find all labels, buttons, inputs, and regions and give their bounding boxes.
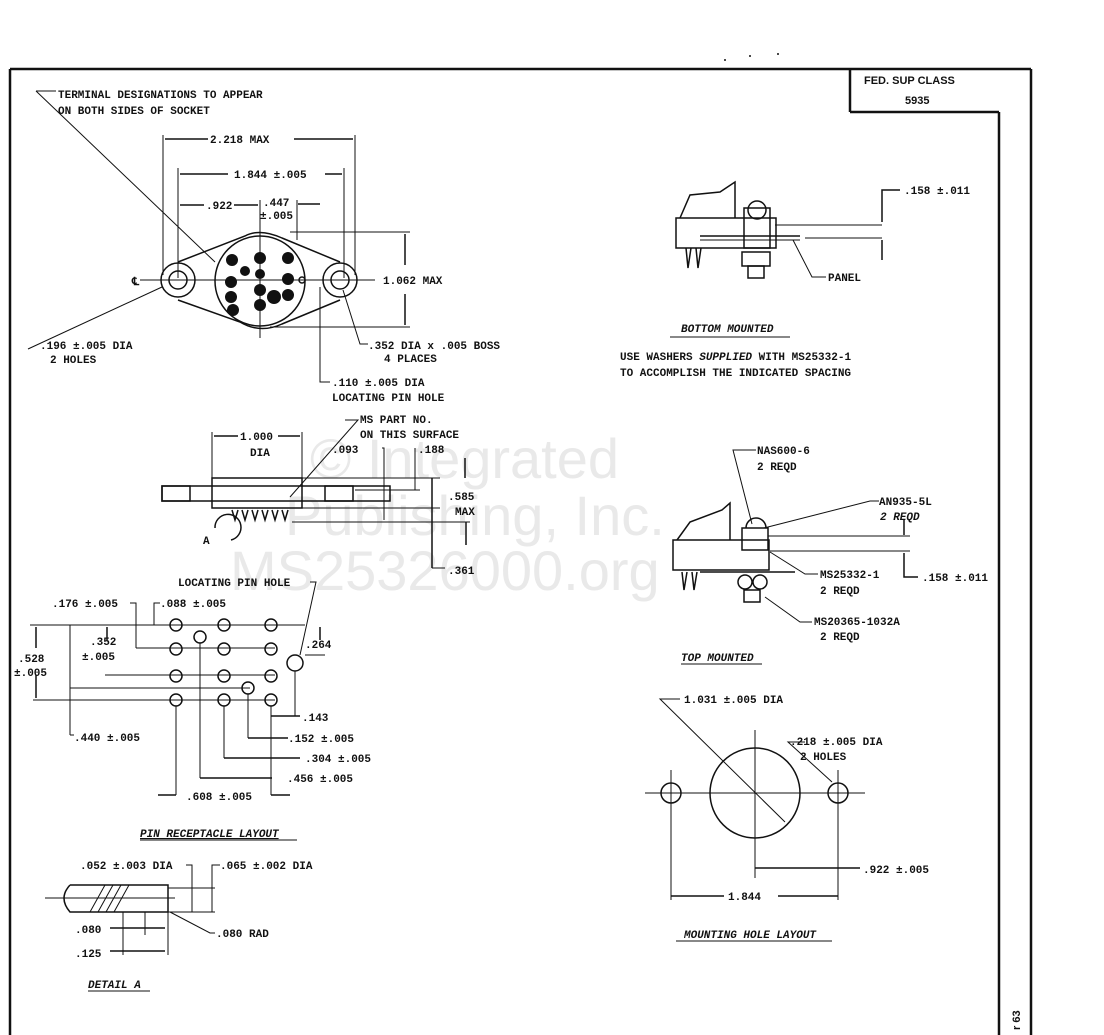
title-block: FED. SUP CLASS 5935 (864, 75, 955, 107)
dim-080: .080 (75, 925, 101, 937)
pin-layout-caption: PIN RECEPTACLE LAYOUT (140, 829, 280, 841)
dim-585-2: MAX (455, 507, 475, 519)
dim-offset-2: ±.005 (260, 211, 293, 223)
ms25332-label-1: MS25332-1 (820, 570, 880, 582)
washer-note-line-2: TO ACCOMPLISH THE INDICATED SPACING (620, 368, 851, 380)
mounting-layout-caption: MOUNTING HOLE LAYOUT (683, 930, 817, 942)
dim-528-1: .528 (18, 654, 45, 666)
washer-note-line-1: USE WASHERS SUPPLIED WITH MS25332-1 (620, 352, 851, 364)
dim-143: .143 (302, 713, 329, 725)
watermark-line-3: MS25326000.org (230, 539, 660, 602)
dim-264: .264 (305, 640, 332, 652)
an935-label-2: 2 REQD (880, 512, 920, 524)
dim-offset-1: .447 (263, 198, 289, 210)
dim-052: .052 ±.003 DIA (80, 861, 173, 873)
dim-528-2: ±.005 (14, 668, 47, 680)
ms20365-label-2: 2 REQD (820, 632, 860, 644)
dim-176: .176 ±.005 (52, 599, 118, 611)
mounting-hole-note-2: 2 HOLES (50, 355, 97, 367)
dim-hole-spacing: 1.844 ±.005 (234, 170, 307, 182)
bottom-mounted-dim: .158 ±.011 (904, 186, 970, 198)
detail-a: .052 ±.003 DIA .065 ±.002 DIA .080 .125 … (45, 861, 313, 992)
fed-sup-class-label: FED. SUP CLASS (864, 75, 955, 87)
boss-note-2: 4 PLACES (384, 354, 437, 366)
top-mounted-dim: .158 ±.011 (922, 573, 988, 585)
detail-a-caption: DETAIL A (88, 980, 141, 992)
pins-side (231, 509, 289, 523)
centerline-symbol: ℄ (131, 276, 140, 289)
detail-a-marker: A (203, 536, 210, 548)
an935-label-1: AN935-5L (879, 497, 932, 509)
dim-361: .361 (448, 566, 475, 578)
mounting-hole-layout: 1.031 ±.005 DIA .218 ±.005 DIA 2 HOLES .… (645, 695, 929, 942)
dim-352-2: ±.005 (82, 652, 115, 664)
dim-dia-2: DIA (250, 448, 270, 460)
dim-093: .093 (332, 445, 359, 457)
panel-label: PANEL (828, 273, 861, 285)
margin-text: r 63 (1011, 1010, 1023, 1030)
locating-pin-hole (286, 654, 304, 672)
boss-note-1: .352 DIA x .005 BOSS (368, 341, 500, 353)
pin-hole-note-1: .110 ±.005 DIA (332, 378, 425, 390)
top-mounted-caption: TOP MOUNTED (681, 653, 754, 665)
terminal-note-line-2: ON BOTH SIDES OF SOCKET (58, 106, 210, 118)
dim-dia-1: 1.000 (240, 432, 273, 444)
dim-585-1: .585 (448, 492, 475, 504)
dim-922: .922 ±.005 (863, 865, 929, 877)
locating-pin-label: LOCATING PIN HOLE (178, 578, 291, 590)
pin-hole-note-2: LOCATING PIN HOLE (332, 393, 445, 405)
ms20365-label-1: MS20365-1032A (814, 617, 900, 629)
dim-352-1: .352 (90, 637, 116, 649)
terminal-note-line-1: TERMINAL DESIGNATIONS TO APPEAR (58, 90, 263, 102)
socket-pins (225, 252, 306, 316)
dim-608: .608 ±.005 (186, 792, 252, 804)
pin-receptacle-layout: LOCATING PIN HOLE .176 ±.005 .088 ±.005 … (14, 578, 371, 841)
dim-304: .304 ±.005 (305, 754, 371, 766)
dim-1844: 1.844 (728, 892, 761, 904)
dim-152: .152 ±.005 (288, 734, 354, 746)
dim-rad: .080 RAD (216, 929, 269, 941)
dim-half-spacing: .922 (206, 201, 232, 213)
nas600-label-1: NAS600-6 (757, 446, 810, 458)
dim-456: .456 ±.005 (287, 774, 353, 786)
part-no-note-1: MS PART NO. (360, 415, 433, 427)
top-mounted-view: NAS600-6 2 REQD AN935-5L 2 REQD .158 ±.0… (672, 446, 988, 665)
dim-overall-width: 2.218 MAX (210, 135, 270, 147)
dim-height: 1.062 MAX (383, 276, 443, 288)
socket-side-view: MS PART NO. ON THIS SURFACE 1.000 DIA A … (161, 415, 475, 578)
dim-065: .065 ±.002 DIA (220, 861, 313, 873)
nas600-label-2: 2 REQD (757, 462, 797, 474)
mounting-hole-note-1: .196 ±.005 DIA (40, 341, 133, 353)
mounting-dia-dim: 1.031 ±.005 DIA (684, 695, 783, 707)
scan-marks (724, 53, 779, 61)
socket-top-view: TERMINAL DESIGNATIONS TO APPEAR ON BOTH … (27, 90, 500, 405)
dim-125: .125 (75, 949, 102, 961)
dim-088: .088 ±.005 (160, 599, 226, 611)
sheet-border (8, 67, 1033, 1035)
bottom-mounted-caption: BOTTOM MOUNTED (681, 324, 774, 336)
hole-dia-note-2: 2 HOLES (800, 752, 847, 764)
dim-188: .188 (418, 445, 445, 457)
hole-dia-note-1: .218 ±.005 DIA (790, 737, 883, 749)
fed-sup-class-value: 5935 (905, 95, 929, 107)
watermark-line-2: Publishing, Inc. (285, 484, 665, 547)
ms25332-label-2: 2 REQD (820, 586, 860, 598)
pin-receptacles (169, 618, 304, 707)
part-no-note-2: ON THIS SURFACE (360, 430, 459, 442)
watermark: © Integrated Publishing, Inc. MS25326000… (230, 427, 665, 602)
bottom-mounted-view: .158 ±.011 PANEL BOTTOM MOUNTED USE WASH… (620, 180, 970, 380)
dim-440: .440 ±.005 (74, 733, 140, 745)
